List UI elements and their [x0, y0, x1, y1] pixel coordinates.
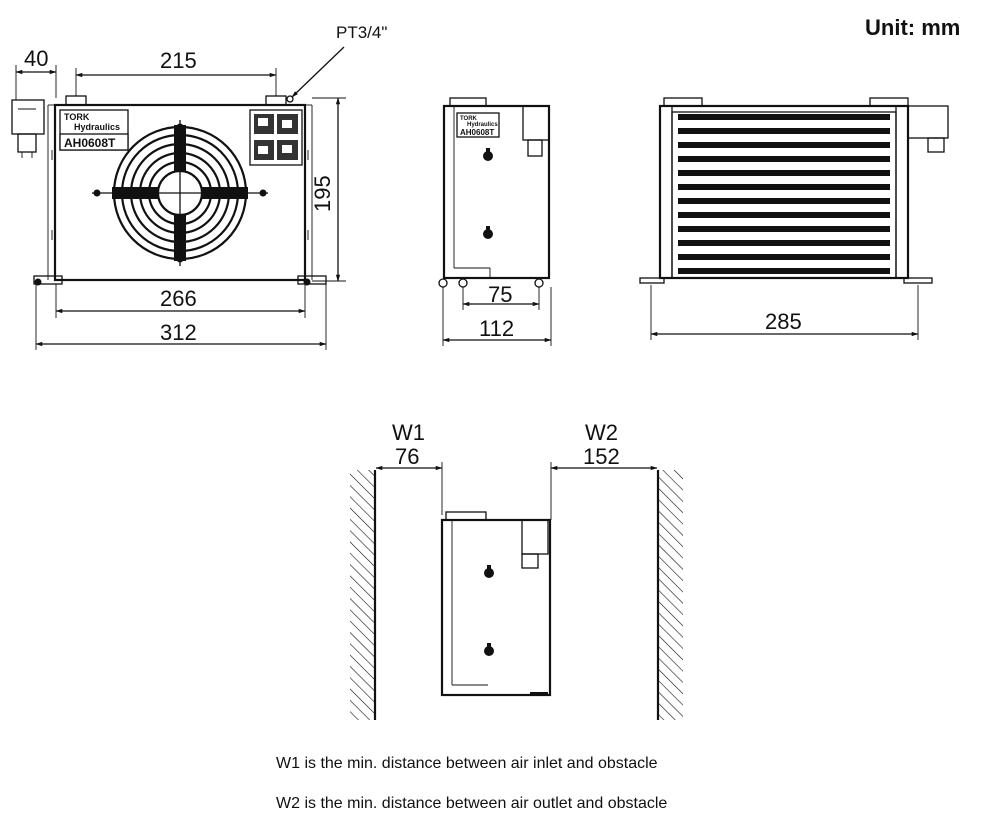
side-nameplate: TORK Hydraulics AH0608T — [456, 112, 500, 138]
unit-label: Unit: mm — [865, 15, 960, 40]
front-view: TORK Hydraulics AH0608T — [11, 23, 387, 350]
side-model-label: AH0608T — [460, 128, 494, 137]
port-label: PT3/4" — [336, 23, 387, 42]
side-junction-box-icon — [522, 105, 550, 157]
side-view: TORK Hydraulics AH0608T 75 112 — [438, 97, 552, 346]
w1-label: W1 — [392, 420, 425, 445]
junction-box-icon — [11, 99, 45, 158]
note-w2: W2 is the min. distance between air outl… — [276, 795, 667, 812]
svg-text:40: 40 — [24, 46, 48, 71]
side-dim-mount-spacing: 75 — [462, 282, 540, 310]
clearance-diagram: W1 76 W2 152 — [350, 420, 683, 720]
front-model-label: AH0608T — [64, 136, 116, 150]
svg-text:266: 266 — [160, 286, 197, 311]
side-dim-depth: 112 — [442, 287, 552, 346]
rear-dim-core-width: 285 — [650, 285, 919, 340]
obstacle-wall-right — [656, 470, 683, 720]
dim-mount-spacing: 266 — [55, 284, 306, 318]
warning-labels-icon — [249, 109, 303, 166]
svg-text:312: 312 — [160, 320, 197, 345]
w2-label: W2 — [585, 420, 618, 445]
side-view-body — [442, 104, 551, 280]
w1-value: 76 — [395, 444, 419, 469]
svg-text:TORK: TORK — [460, 116, 478, 122]
front-port-right — [265, 95, 287, 106]
svg-text:215: 215 — [160, 48, 197, 73]
rear-mount-feet — [639, 277, 933, 284]
svg-text:Hydraulics: Hydraulics — [467, 122, 498, 128]
dim-port-spacing: 215 — [75, 48, 277, 96]
clearance-cooler-outline — [440, 511, 552, 697]
svg-text:Hydraulics: Hydraulics — [74, 122, 120, 132]
side-mount-holes-icon — [483, 148, 493, 239]
dim-height: 195 — [310, 97, 346, 282]
dim-overall-width: 312 — [35, 284, 327, 350]
svg-text:285: 285 — [765, 309, 802, 334]
svg-text:195: 195 — [310, 175, 335, 212]
fan-guard-icon — [92, 120, 268, 266]
obstacle-wall-left — [350, 470, 377, 720]
svg-text:112: 112 — [479, 316, 514, 341]
svg-text:75: 75 — [488, 282, 512, 307]
w2-value: 152 — [583, 444, 620, 469]
front-nameplate: TORK Hydraulics AH0608T — [59, 109, 129, 151]
port-callout: PT3/4" — [291, 23, 387, 98]
front-view-body — [53, 103, 307, 282]
dim-w2: W2 152 — [550, 420, 658, 520]
dim-port-offset: 40 — [15, 46, 57, 100]
radiator-core-icon — [678, 114, 890, 274]
svg-text:TORK: TORK — [64, 112, 90, 122]
front-port-left — [65, 95, 87, 106]
rear-junction-box-icon — [907, 105, 949, 153]
dim-w1: W1 76 — [375, 420, 443, 515]
rear-view: 285 — [639, 97, 949, 340]
front-mount-feet — [33, 275, 327, 286]
note-w1: W1 is the min. distance between air inle… — [276, 755, 658, 772]
